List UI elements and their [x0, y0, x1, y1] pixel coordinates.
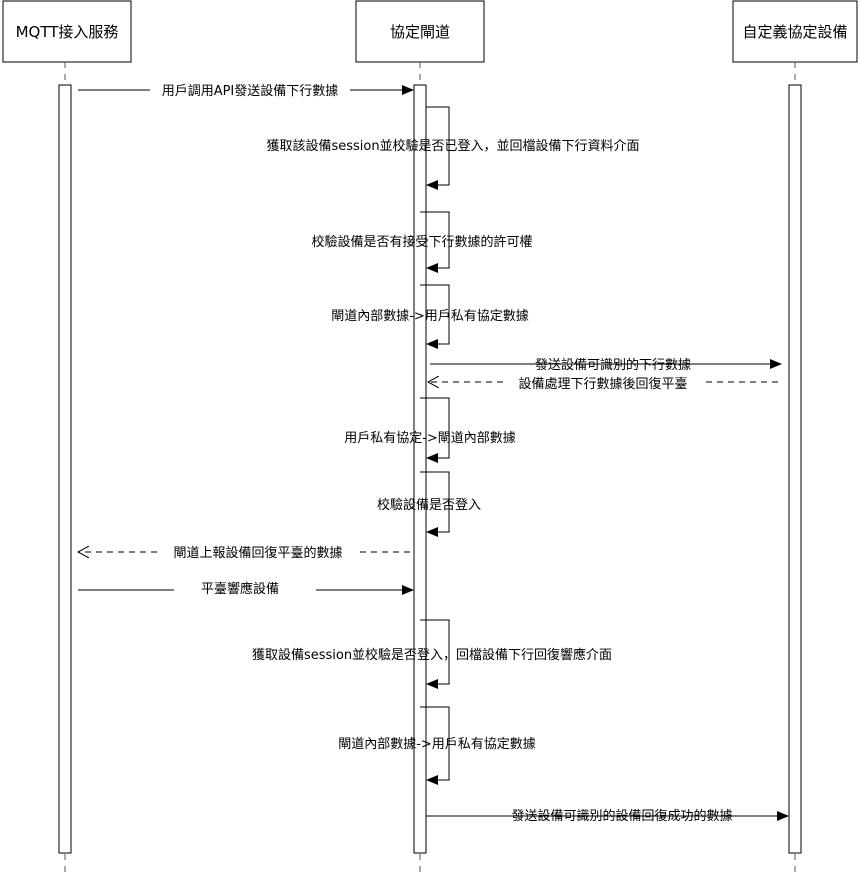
participant-mqtt-box — [2, 0, 132, 63]
message-7-arrow — [420, 397, 450, 463]
message-3-label: 校驗設備是否有接受下行數據的許可權 — [311, 234, 532, 250]
message-6-label-bg — [503, 375, 703, 392]
participant-device-box — [732, 0, 858, 63]
message-9: 閘道上報設備回復平臺的數據 — [78, 544, 410, 561]
message-9-label: 閘道上報設備回復平臺的數據 — [173, 545, 342, 561]
message-1: 用戶調用API發送設備下行數據 — [78, 82, 414, 99]
message-3: 校驗設備是否有接受下行數據的許可權 — [311, 211, 533, 273]
message-2-label: 獲取該設備session並校驗是否已登入，並回檔設備下行資料介面 — [266, 138, 639, 154]
activation-device — [788, 84, 802, 854]
participant-mqtt-label: MQTT接入服務 — [16, 23, 119, 41]
message-8: 校驗設備是否登入 — [377, 471, 481, 537]
participant-gateway: 協定閘道 — [355, 0, 485, 874]
message-13: 發送設備可識別的設備回復成功的數據 — [426, 808, 789, 824]
message-10-label-bg — [174, 581, 316, 598]
message-12-arrow — [420, 706, 450, 785]
message-8-arrow — [420, 471, 450, 537]
message-7: 用戶私有協定->閘道內部數據 — [344, 397, 516, 463]
message-10-label: 平臺響應設備 — [201, 581, 279, 597]
message-6: 設備處理下行數據後回復平臺 — [428, 375, 778, 392]
message-1-label-bg — [150, 82, 350, 99]
message-2-arrow — [426, 106, 450, 190]
message-10: 平臺響應設備 — [78, 581, 414, 598]
message-7-label: 用戶私有協定->閘道內部數據 — [344, 431, 516, 446]
message-5-label: 發送設備可識別的下行數據 — [535, 357, 691, 373]
message-4: 閘道內部數據->用戶私有協定數據 — [331, 284, 529, 349]
message-8-label: 校驗設備是否登入 — [377, 497, 481, 513]
message-3-arrow — [420, 211, 450, 273]
message-4-arrow — [420, 284, 450, 349]
participant-gateway-label: 協定閘道 — [390, 23, 450, 41]
message-4-label: 閘道內部數據->用戶私有協定數據 — [331, 309, 529, 324]
message-13-label: 發送設備可識別的設備回復成功的數據 — [511, 808, 732, 824]
participant-device-label: 自定義協定設備 — [742, 23, 847, 41]
message-11-label: 獲取設備session並校驗是否登入，回檔設備下行回復響應介面 — [252, 647, 612, 663]
participant-mqtt: MQTT接入服務 — [2, 0, 132, 874]
message-6-label: 設備處理下行數據後回復平臺 — [518, 376, 687, 392]
activation-mqtt — [58, 84, 72, 854]
participant-gateway-box — [355, 0, 485, 63]
message-5: 發送設備可識別的下行數據 — [430, 357, 782, 373]
message-12: 閘道內部數據->用戶私有協定數據 — [338, 706, 536, 785]
message-12-label: 閘道內部數據->用戶私有協定數據 — [338, 737, 536, 752]
message-1-label: 用戶調用API發送設備下行數據 — [162, 83, 339, 99]
message-2: 獲取該設備session並校驗是否已登入，並回檔設備下行資料介面 — [266, 106, 640, 190]
activation-gateway — [413, 84, 427, 854]
message-11-arrow — [420, 619, 450, 689]
message-9-label-bg — [160, 544, 356, 561]
message-11: 獲取設備session並校驗是否登入，回檔設備下行回復響應介面 — [252, 619, 612, 689]
participant-device: 自定義協定設備 — [732, 0, 858, 874]
